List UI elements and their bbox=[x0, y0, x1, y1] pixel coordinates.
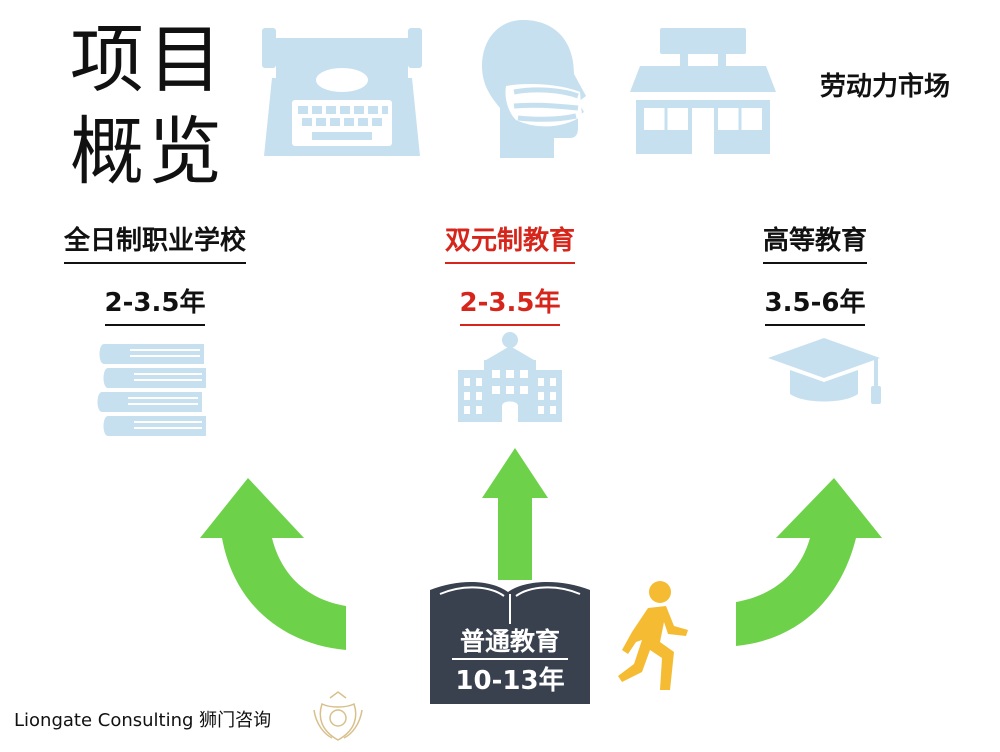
open-book-icon bbox=[430, 581, 590, 704]
books-stack-icon bbox=[97, 344, 206, 436]
graduation-cap-icon bbox=[768, 338, 881, 404]
labor-market-label: 劳动力市场 bbox=[820, 72, 951, 102]
typewriter-icon bbox=[262, 28, 422, 156]
base-education-duration: 10-13年 bbox=[455, 666, 565, 696]
page-title-line1: 项目 bbox=[70, 17, 226, 103]
base-education-name: 普通教育 bbox=[459, 627, 560, 656]
path-middle-duration: 2-3.5年 bbox=[395, 286, 625, 326]
masked-head-icon bbox=[482, 20, 586, 158]
school-building-icon bbox=[458, 332, 562, 422]
middle-arrow bbox=[482, 448, 548, 580]
right-arrow bbox=[736, 478, 882, 646]
lion-crest-logo bbox=[313, 691, 363, 741]
left-arrow bbox=[200, 478, 346, 650]
path-right-duration: 3.5-6年 bbox=[700, 286, 930, 326]
page-title-line2: 概览 bbox=[70, 109, 226, 195]
path-left-name: 全日制职业学校 bbox=[40, 224, 270, 264]
shop-icon bbox=[630, 28, 776, 154]
footer-brand: Liongate Consulting 狮门咨询 bbox=[14, 710, 272, 731]
path-left-duration: 2-3.5年 bbox=[40, 286, 270, 326]
path-middle-name: 双元制教育 bbox=[395, 224, 625, 264]
path-right-name: 高等教育 bbox=[700, 224, 930, 264]
runner-icon bbox=[618, 581, 688, 690]
